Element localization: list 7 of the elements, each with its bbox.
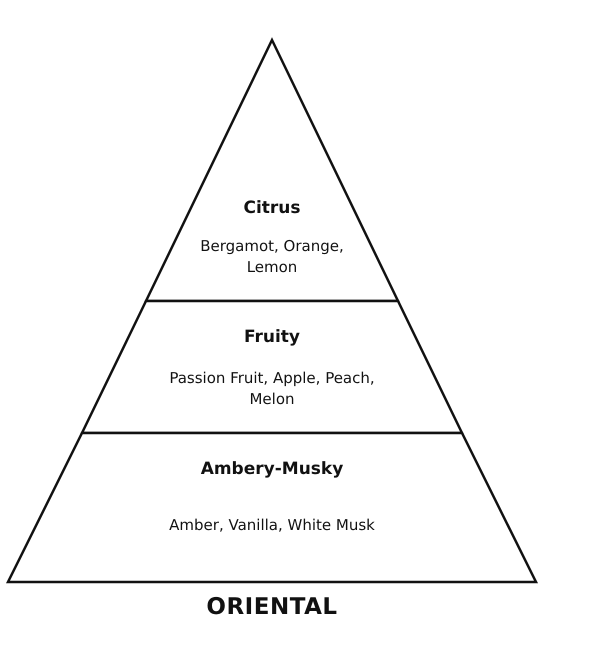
tier-heading: Citrus xyxy=(242,198,302,218)
tier-heading: Fruity xyxy=(242,327,302,347)
note-list: Amber, Vanilla, White Musk xyxy=(122,515,422,536)
note-list: Bergamot, Orange, Lemon xyxy=(192,236,352,278)
pyramid-caption: ORIENTAL xyxy=(205,594,339,620)
note-list: Passion Fruit, Apple, Peach, Melon xyxy=(147,368,397,410)
tier-heading: Ambery-Musky xyxy=(200,459,344,479)
